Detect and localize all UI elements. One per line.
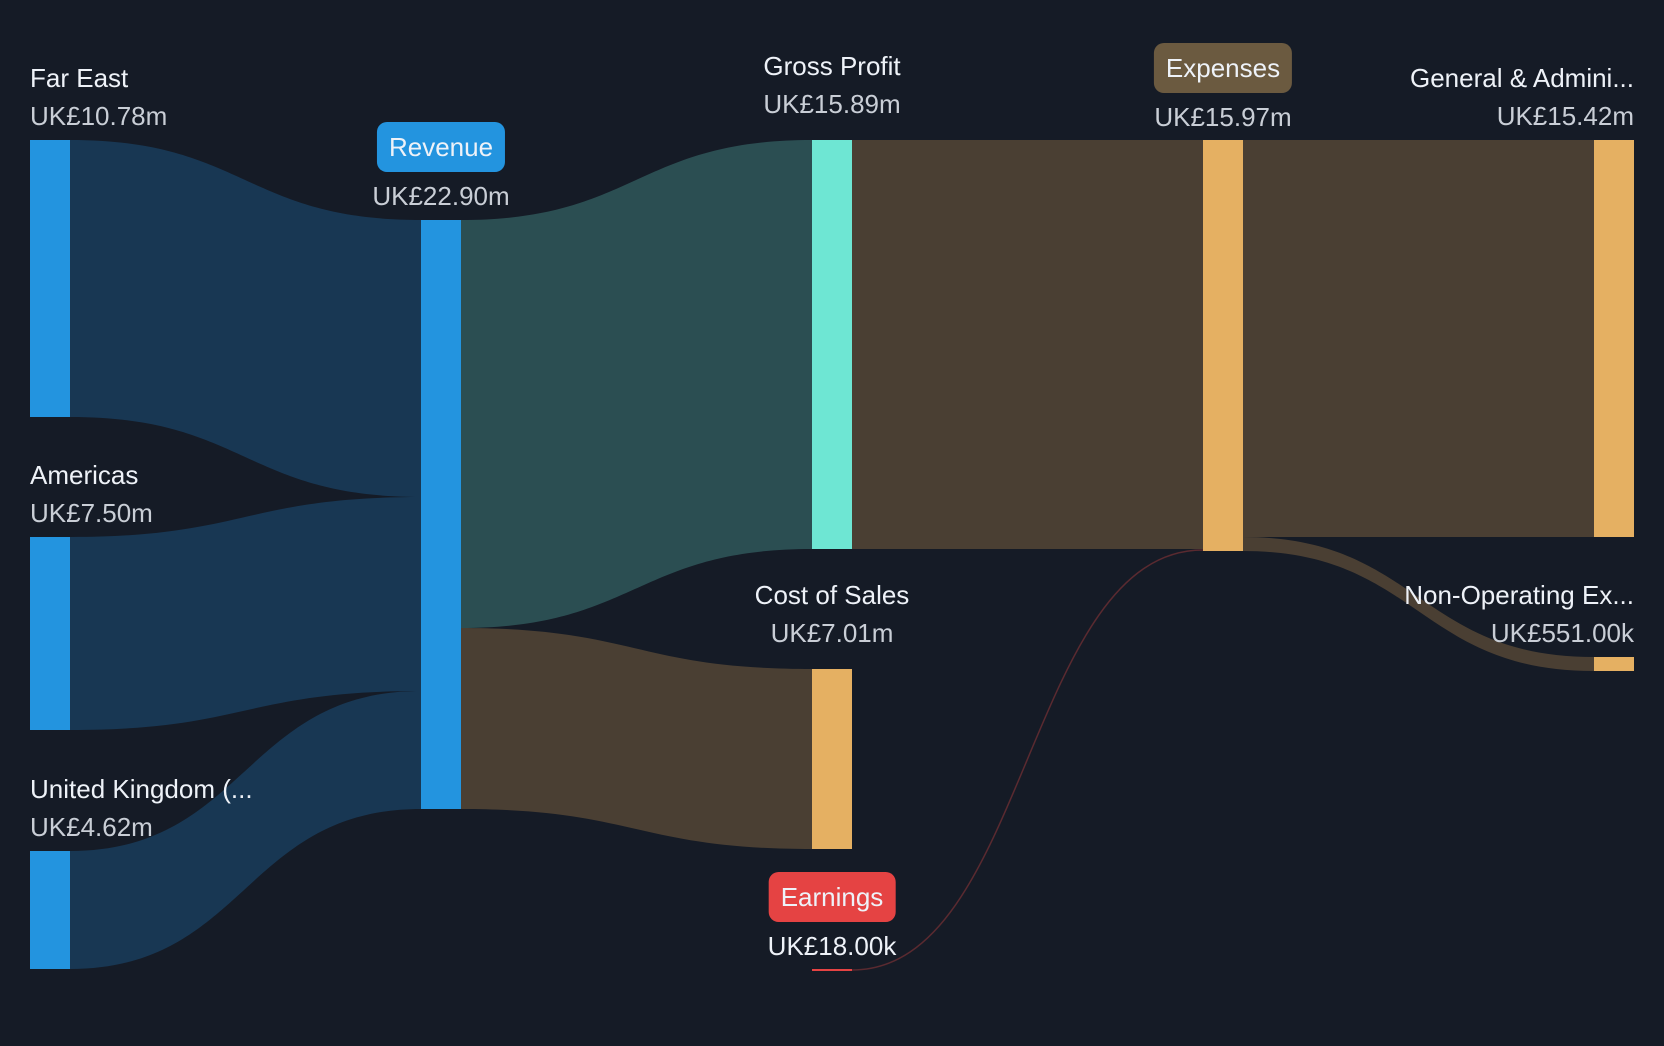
cost-of-sales-label: Cost of Sales	[754, 580, 910, 610]
node-non-operating[interactable]	[1594, 657, 1634, 671]
node-gross-profit[interactable]	[812, 140, 852, 549]
link-uk-revenue[interactable]	[70, 691, 421, 969]
united-kingdom-label: United Kingdom (...	[30, 774, 253, 804]
revenue-value: UK£22.90m	[372, 181, 510, 211]
node-revenue[interactable]	[421, 220, 461, 809]
non-operating-label: Non-Operating Ex...	[1404, 580, 1634, 610]
earnings-value: UK£18.00k	[767, 931, 897, 961]
link-expenses-non-operating[interactable]	[1243, 537, 1594, 671]
expenses-value: UK£15.97m	[1154, 102, 1292, 132]
node-expenses[interactable]	[1203, 140, 1243, 551]
americas-label: Americas	[30, 460, 139, 490]
general-admin-label: General & Admini...	[1410, 63, 1634, 93]
link-americas-revenue[interactable]	[70, 497, 421, 730]
nodes	[30, 140, 1634, 971]
non-operating-value: UK£551.00k	[1490, 618, 1634, 648]
expenses-badge: Expenses	[1153, 43, 1293, 93]
node-cost-of-sales[interactable]	[812, 669, 852, 849]
americas-value: UK£7.50m	[30, 498, 153, 528]
node-general-admin[interactable]	[1594, 140, 1634, 537]
node-far-east[interactable]	[30, 140, 70, 417]
link-revenue-gross-profit[interactable]	[461, 140, 812, 628]
gross-profit-label: Gross Profit	[763, 51, 901, 81]
links	[70, 140, 1594, 971]
link-far-east-revenue[interactable]	[70, 140, 421, 497]
earnings-badge: Earnings	[768, 872, 896, 922]
far-east-value: UK£10.78m	[30, 101, 168, 131]
link-expenses-general-admin[interactable]	[1243, 140, 1594, 537]
united-kingdom-value: UK£4.62m	[30, 812, 153, 842]
link-gross-profit-expenses[interactable]	[852, 140, 1203, 549]
node-earnings[interactable]	[812, 969, 852, 971]
node-united-kingdom[interactable]	[30, 851, 70, 969]
node-americas[interactable]	[30, 537, 70, 730]
revenue-badge: Revenue	[376, 122, 506, 172]
gross-profit-value: UK£15.89m	[763, 89, 901, 119]
link-revenue-cost-of-sales[interactable]	[461, 628, 812, 849]
far-east-label: Far East	[30, 63, 129, 93]
link-earnings-expenses[interactable]	[851, 549, 1204, 971]
cost-of-sales-value: UK£7.01m	[770, 618, 894, 648]
general-admin-value: UK£15.42m	[1496, 101, 1634, 131]
